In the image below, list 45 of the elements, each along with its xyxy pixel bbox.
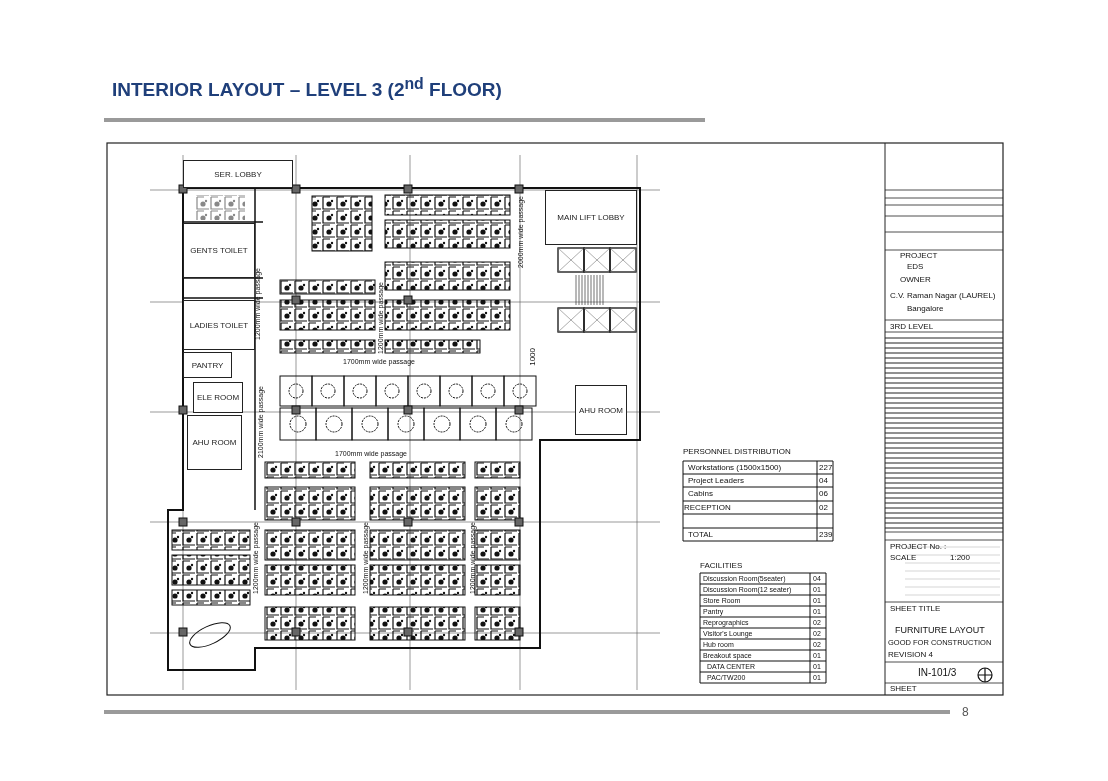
table-cell: TOTAL — [688, 531, 714, 539]
title-block-text: OWNER — [900, 276, 931, 284]
room-label: MAIN LIFT LOBBY — [557, 213, 625, 222]
room — [183, 160, 293, 188]
room — [183, 300, 255, 350]
title-block-text: Bangalore — [907, 305, 944, 313]
title-block-text: PROJECT — [900, 252, 938, 260]
room-label: AHU ROOM — [579, 405, 623, 415]
slide-title: INTERIOR LAYOUT – LEVEL 3 (2$^{nd}$ FLOOR) — [112, 76, 502, 100]
room — [545, 190, 637, 245]
page-number: 8 — [962, 706, 969, 718]
table-title: FACILITIES — [700, 562, 743, 570]
title-block-text: C.V. Raman Nagar (LAUREL) — [890, 292, 996, 300]
title-block-text: EDS — [907, 263, 924, 271]
room — [187, 415, 242, 470]
title-block-text: SHEET — [890, 685, 917, 693]
dimension-label: 1000 — [529, 348, 537, 366]
title-block-text: 1:200 — [950, 554, 971, 562]
table-cell: 06 — [819, 490, 828, 498]
table-cell: 02 — [819, 504, 828, 512]
room — [575, 385, 627, 435]
table-cell: 227 — [819, 464, 833, 472]
table-title: PERSONNEL DISTRIBUTION — [683, 448, 791, 456]
room — [193, 382, 243, 413]
room-label: GENTS TOILET — [190, 246, 248, 255]
title-block-text: IN-101/3 — [918, 668, 957, 678]
table-cell: 04 — [819, 477, 828, 485]
table-cell: Workstations (1500x1500) — [688, 464, 782, 472]
room-label: AHU ROOM — [192, 438, 237, 447]
room-label: SER. LOBBY — [214, 169, 262, 179]
title-block-text: PROJECT No. : — [890, 543, 947, 551]
room-label: LADIES TOILET — [189, 320, 249, 330]
room — [183, 223, 255, 278]
title-block-text: SCALE — [890, 554, 917, 562]
table-cell: 239 — [819, 531, 833, 539]
title-block-text: 3RD LEVEL — [890, 323, 934, 331]
title-block-text: FURNITURE LAYOUT — [895, 626, 985, 635]
table-cell: RECEPTION — [684, 504, 731, 512]
table-cell: Project Leaders — [688, 477, 745, 485]
table-cell: Cabins — [688, 490, 713, 498]
room-label: ELE ROOM — [196, 393, 240, 402]
room-label: PANTRY — [191, 360, 224, 370]
title-block-text: SHEET TITLE — [890, 605, 941, 613]
room — [183, 352, 232, 378]
title-block-text: REVISION 4 — [888, 651, 933, 659]
